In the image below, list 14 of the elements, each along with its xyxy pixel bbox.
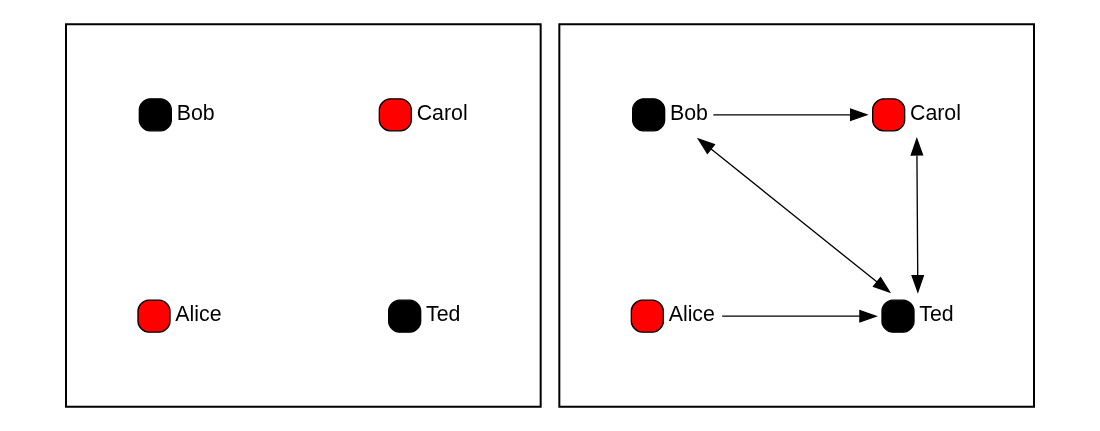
node-label: Carol [416,100,468,125]
node-label: Carol [910,100,961,125]
arrow [712,108,869,122]
node-label: Ted [919,302,954,327]
node-label: Bob [176,100,215,125]
arrow [696,137,892,294]
cluster [558,23,1035,408]
node-label: Alice [668,302,715,327]
node-label: Alice [175,302,222,327]
node-label: Ted [426,302,461,327]
arrow [721,309,878,323]
node-label: Bob [670,100,708,125]
cluster [65,23,542,408]
arrow [910,136,925,294]
